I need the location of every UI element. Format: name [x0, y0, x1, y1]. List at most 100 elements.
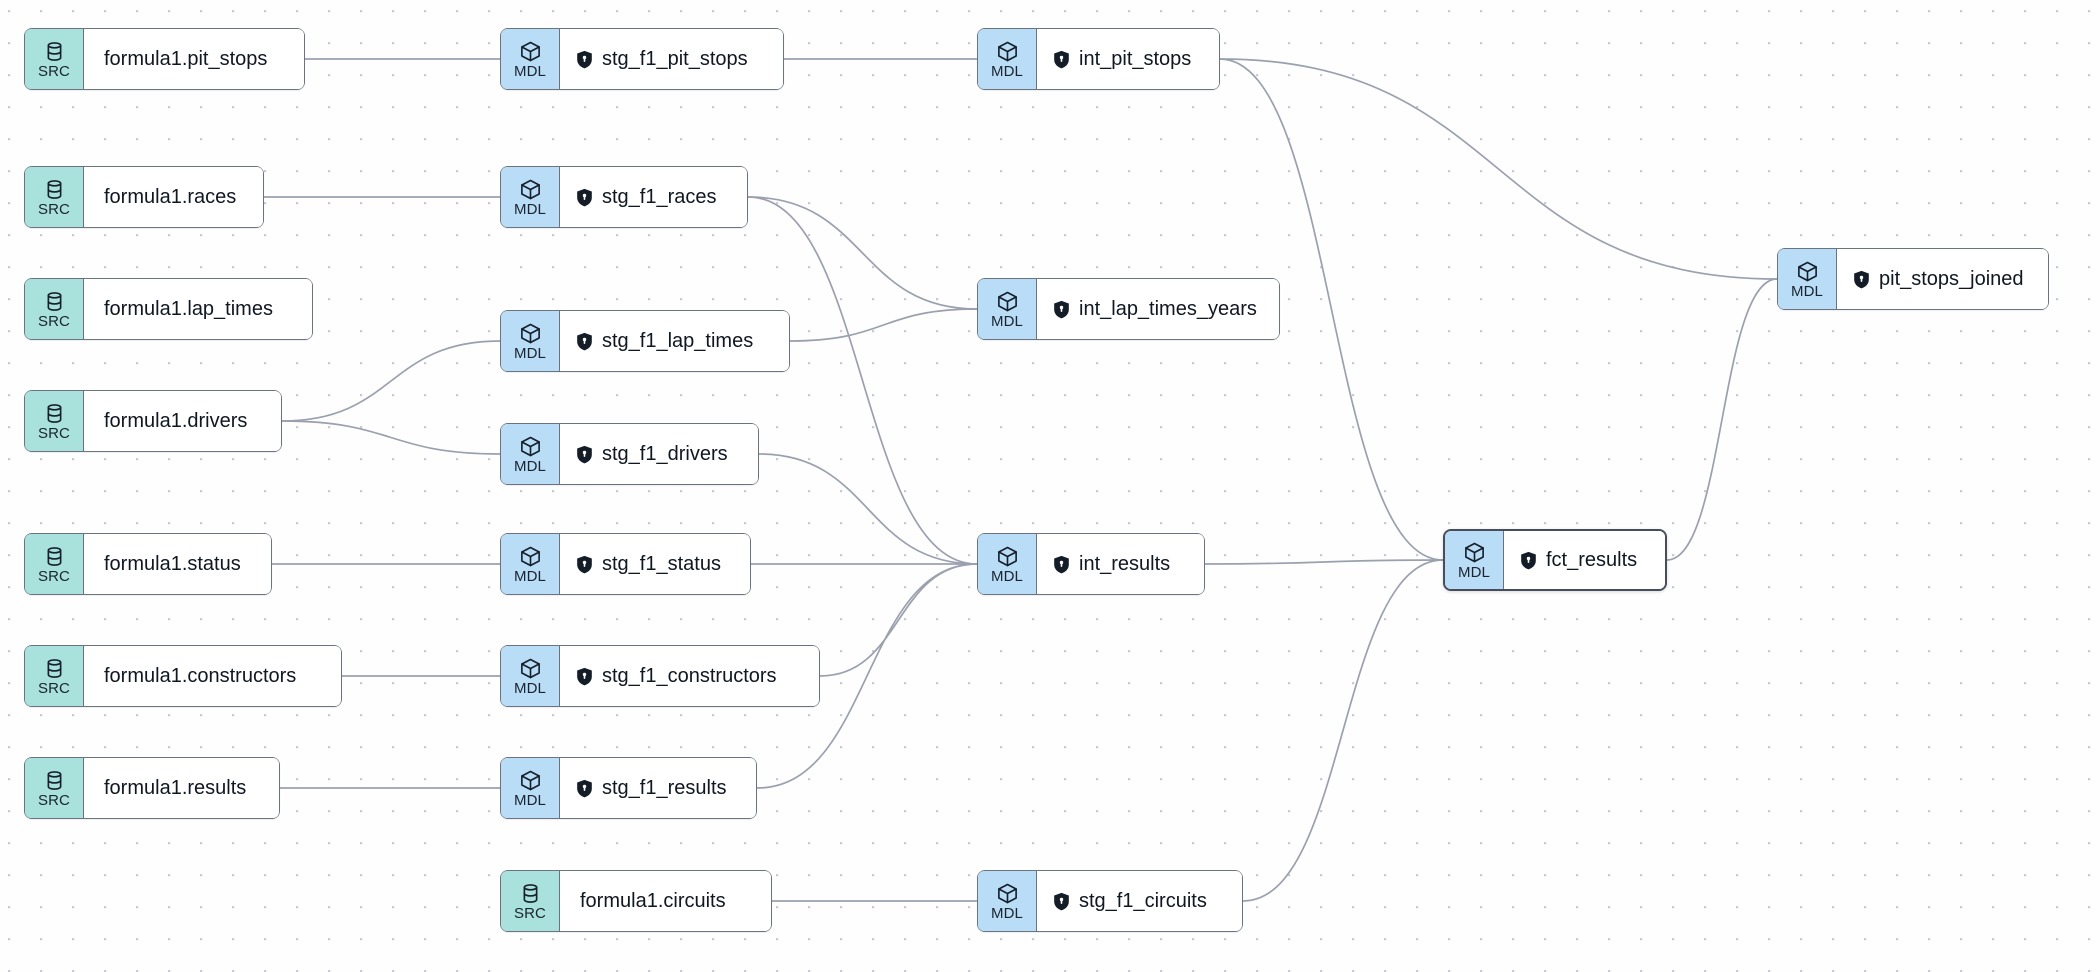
lineage-node-mdl-pit-stops-joined[interactable]: MDL pit_stops_joined: [1777, 248, 2049, 310]
node-label: formula1.drivers: [104, 410, 248, 432]
node-body: int_pit_stops: [1037, 29, 1219, 89]
lineage-edge-mdl_stg_drivers-to-mdl_int_results: [758, 453, 978, 565]
cube-icon: [519, 769, 542, 792]
database-cylinder-icon: [43, 40, 66, 63]
badge-label: MDL: [1458, 563, 1490, 581]
badge-label: MDL: [514, 62, 546, 80]
lineage-node-src-pit-stops[interactable]: SRC formula1.pit_stops: [24, 28, 305, 90]
node-body: stg_f1_drivers: [560, 424, 758, 484]
lineage-node-mdl-stg-pit-stops[interactable]: MDL stg_f1_pit_stops: [500, 28, 784, 90]
cube-icon: [519, 435, 542, 458]
lineage-edge-mdl_fct_results-to-mdl_pit_stops_joined: [1666, 278, 1778, 561]
node-body: formula1.constructors: [84, 646, 341, 706]
badge-label: SRC: [38, 791, 70, 809]
model-badge: MDL: [501, 29, 560, 89]
node-body: fct_results: [1504, 531, 1665, 589]
node-body: formula1.lap_times: [84, 279, 312, 339]
node-body: formula1.pit_stops: [84, 29, 304, 89]
source-badge: SRC: [25, 758, 84, 818]
lineage-node-src-status[interactable]: SRC formula1.status: [24, 533, 272, 595]
node-label: stg_f1_circuits: [1079, 890, 1207, 912]
lineage-node-mdl-stg-circuits[interactable]: MDL stg_f1_circuits: [977, 870, 1243, 932]
node-body: stg_f1_lap_times: [560, 311, 789, 371]
node-label: stg_f1_lap_times: [602, 330, 754, 352]
lineage-node-src-drivers[interactable]: SRC formula1.drivers: [24, 390, 282, 452]
lineage-node-mdl-int-pit-stops[interactable]: MDL int_pit_stops: [977, 28, 1220, 90]
source-badge: SRC: [25, 29, 84, 89]
model-badge: MDL: [1445, 531, 1504, 589]
database-cylinder-icon: [43, 402, 66, 425]
node-label: formula1.lap_times: [104, 298, 273, 320]
node-label: formula1.races: [104, 186, 237, 208]
node-body: stg_f1_constructors: [560, 646, 819, 706]
badge-label: MDL: [991, 62, 1023, 80]
lineage-edge-mdl_stg_races-to-mdl_int_results: [747, 196, 978, 565]
lineage-edge-mdl_stg_circuits-to-mdl_fct_results: [1242, 559, 1444, 902]
shield-icon: [576, 50, 593, 69]
lineage-node-src-races[interactable]: SRC formula1.races: [24, 166, 264, 228]
cube-icon: [519, 40, 542, 63]
node-body: stg_f1_status: [560, 534, 750, 594]
database-cylinder-icon: [43, 178, 66, 201]
source-badge: SRC: [25, 391, 84, 451]
shield-icon: [1053, 300, 1070, 319]
node-label: stg_f1_drivers: [602, 443, 728, 465]
node-label: stg_f1_pit_stops: [602, 48, 748, 70]
node-body: stg_f1_races: [560, 167, 747, 227]
badge-label: MDL: [514, 567, 546, 585]
database-cylinder-icon: [43, 290, 66, 313]
lineage-edge-mdl_int_pit_stops-to-mdl_pit_stops_joined: [1219, 58, 1778, 280]
shield-icon: [576, 779, 593, 798]
lineage-edge-mdl_int_results-to-mdl_fct_results: [1204, 559, 1444, 565]
badge-label: MDL: [514, 679, 546, 697]
model-badge: MDL: [1778, 249, 1837, 309]
shield-icon: [576, 332, 593, 351]
node-label: pit_stops_joined: [1879, 268, 2024, 290]
node-body: formula1.results: [84, 758, 279, 818]
model-badge: MDL: [501, 424, 560, 484]
lineage-node-mdl-stg-status[interactable]: MDL stg_f1_status: [500, 533, 751, 595]
badge-label: SRC: [38, 567, 70, 585]
database-cylinder-icon: [43, 657, 66, 680]
database-cylinder-icon: [43, 769, 66, 792]
node-label: formula1.circuits: [580, 890, 726, 912]
badge-label: MDL: [514, 200, 546, 218]
node-label: stg_f1_status: [602, 553, 721, 575]
database-cylinder-icon: [43, 545, 66, 568]
cube-icon: [519, 322, 542, 345]
lineage-edge-src_drivers-to-mdl_stg_drivers: [281, 420, 501, 455]
shield-icon: [1053, 892, 1070, 911]
node-label: formula1.results: [104, 777, 247, 799]
node-body: int_lap_times_years: [1037, 279, 1279, 339]
model-badge: MDL: [501, 167, 560, 227]
lineage-node-src-circuits[interactable]: SRC formula1.circuits: [500, 870, 772, 932]
node-body: formula1.status: [84, 534, 271, 594]
cube-icon: [996, 40, 1019, 63]
shield-icon: [1520, 551, 1537, 570]
source-badge: SRC: [501, 871, 560, 931]
shield-icon: [576, 188, 593, 207]
badge-label: MDL: [991, 567, 1023, 585]
lineage-node-mdl-fct-results[interactable]: MDL fct_results: [1443, 529, 1667, 591]
badge-label: SRC: [514, 904, 546, 922]
lineage-node-src-results[interactable]: SRC formula1.results: [24, 757, 280, 819]
source-badge: SRC: [25, 167, 84, 227]
cube-icon: [996, 545, 1019, 568]
lineage-node-src-constructors[interactable]: SRC formula1.constructors: [24, 645, 342, 707]
badge-label: SRC: [38, 679, 70, 697]
badge-label: SRC: [38, 62, 70, 80]
badge-label: MDL: [514, 791, 546, 809]
cube-icon: [1463, 541, 1486, 564]
node-body: formula1.drivers: [84, 391, 281, 451]
lineage-node-mdl-stg-drivers[interactable]: MDL stg_f1_drivers: [500, 423, 759, 485]
cube-icon: [996, 882, 1019, 905]
lineage-node-mdl-stg-races[interactable]: MDL stg_f1_races: [500, 166, 748, 228]
lineage-node-mdl-stg-constructors[interactable]: MDL stg_f1_constructors: [500, 645, 820, 707]
model-badge: MDL: [978, 871, 1037, 931]
